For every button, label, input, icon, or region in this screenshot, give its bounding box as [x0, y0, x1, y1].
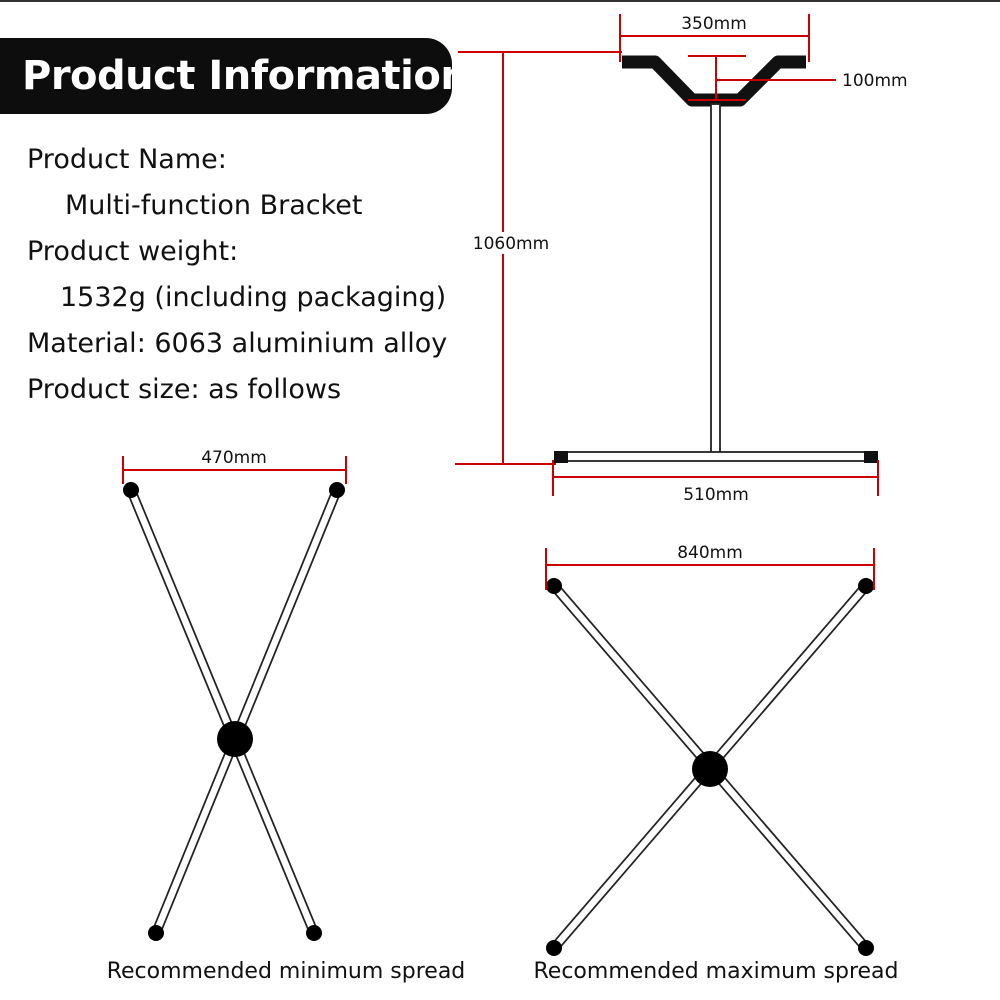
- product-weight-label: Product weight:: [27, 236, 239, 267]
- max-joint-top-right: [858, 578, 874, 594]
- size-line: Product size: as follows: [27, 374, 342, 405]
- dim-height-label: 1060mm: [473, 234, 549, 254]
- dim-height: 1060mm: [455, 51, 622, 465]
- dim-min-spread-label: 470mm: [201, 448, 267, 468]
- dim-max-spread-label: 840mm: [677, 543, 743, 563]
- dim-top-depth: 100mm: [688, 55, 908, 101]
- material-line: Material: 6063 aluminium alloy: [27, 328, 448, 359]
- dim-min-spread: 470mm: [122, 448, 347, 484]
- min-spread-view: [123, 482, 345, 941]
- max-joint-bottom-left: [546, 940, 562, 956]
- product-name-label: Product Name:: [27, 144, 227, 175]
- title-banner: Product Information: [0, 38, 469, 114]
- caption-max-spread: Recommended maximum spread: [534, 959, 899, 984]
- product-name-value: Multi-function Bracket: [65, 190, 363, 221]
- product-weight-value: 1532g (including packaging): [60, 282, 447, 313]
- max-center-hub: [692, 751, 728, 787]
- min-joint-top-left: [123, 482, 139, 498]
- min-joint-bottom-left: [148, 925, 164, 941]
- dim-max-spread: 840mm: [545, 543, 875, 590]
- base-foot-left: [554, 451, 568, 463]
- max-joint-bottom-right: [858, 940, 874, 956]
- min-center-hub: [217, 721, 253, 757]
- top-border: [0, 0, 1000, 2]
- dim-top-width-label: 350mm: [681, 14, 747, 34]
- page-title: Product Information: [22, 53, 469, 99]
- min-joint-top-right: [329, 482, 345, 498]
- base-foot-right: [864, 451, 878, 463]
- caption-min-spread: Recommended minimum spread: [107, 959, 466, 984]
- dim-top-width: 350mm: [619, 14, 810, 62]
- dim-base-width-label: 510mm: [683, 485, 749, 505]
- base-bar: [555, 451, 877, 462]
- dim-top-depth-label: 100mm: [842, 71, 908, 91]
- max-spread-view: [546, 578, 874, 956]
- vertical-pole: [710, 103, 721, 455]
- dim-base-width: 510mm: [552, 460, 879, 505]
- max-joint-top-left: [546, 578, 562, 594]
- stand-side-view: [554, 55, 878, 463]
- min-joint-bottom-right: [306, 925, 322, 941]
